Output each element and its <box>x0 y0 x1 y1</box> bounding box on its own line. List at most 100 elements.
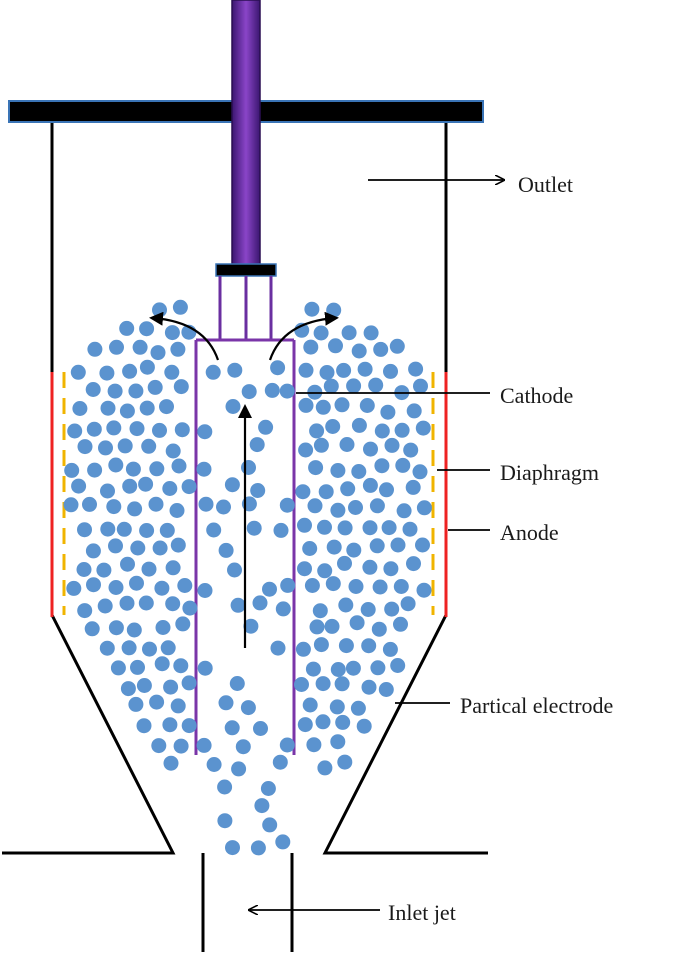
particle <box>198 496 214 512</box>
particle <box>368 377 384 393</box>
particle <box>390 658 406 673</box>
particle <box>374 458 390 474</box>
particle <box>141 561 157 577</box>
particle <box>196 461 212 477</box>
particle <box>403 442 419 458</box>
particle <box>408 361 424 377</box>
particle <box>174 422 190 438</box>
anode <box>50 372 448 617</box>
particle <box>99 365 115 381</box>
particle <box>389 338 405 354</box>
particle <box>227 562 242 578</box>
particle <box>77 603 93 619</box>
particle <box>229 676 245 691</box>
particle <box>415 420 431 436</box>
particle <box>227 362 243 378</box>
particle <box>108 538 123 554</box>
particle <box>334 397 350 413</box>
particle <box>163 679 179 695</box>
particle <box>258 419 274 435</box>
outflow-arrow-left <box>149 311 220 361</box>
particle <box>336 362 352 378</box>
particle <box>77 522 92 538</box>
particle <box>63 497 79 513</box>
particle <box>317 519 332 535</box>
particle <box>264 382 280 398</box>
particle <box>378 682 394 697</box>
particle <box>205 364 221 380</box>
particle <box>196 737 212 753</box>
particle <box>325 576 341 592</box>
particle <box>64 462 80 478</box>
particle <box>108 580 124 595</box>
particle <box>181 718 197 734</box>
cathode-label: Cathode <box>500 383 573 408</box>
particle <box>351 417 367 433</box>
particle <box>360 602 376 617</box>
particle <box>86 421 102 437</box>
particle <box>70 364 86 380</box>
outflow-arrow-right <box>268 311 339 361</box>
particle <box>384 437 400 453</box>
particle <box>362 477 378 493</box>
particle <box>313 637 329 653</box>
particle <box>382 641 398 657</box>
particle <box>147 379 163 395</box>
particle <box>371 621 387 637</box>
particle <box>359 398 375 413</box>
particle <box>96 562 112 578</box>
particle <box>164 325 180 341</box>
particle <box>330 662 346 677</box>
particle <box>362 559 378 575</box>
particle <box>317 760 333 776</box>
particle <box>413 378 428 394</box>
particle <box>416 500 432 516</box>
particle <box>330 734 346 750</box>
particle <box>159 522 175 538</box>
particle <box>170 698 186 714</box>
particle <box>326 539 342 555</box>
particle <box>346 542 362 558</box>
particle <box>218 542 234 558</box>
particle <box>337 555 352 571</box>
particle <box>298 362 314 378</box>
particle <box>337 754 353 770</box>
particle <box>165 596 181 612</box>
particle-electrodes <box>63 299 432 856</box>
particle <box>100 483 115 499</box>
particle <box>235 739 251 755</box>
particle <box>128 696 144 712</box>
particle <box>384 601 400 617</box>
particle <box>76 562 92 577</box>
particle <box>148 496 164 512</box>
particle <box>225 840 240 856</box>
particle <box>383 363 398 379</box>
particle <box>85 543 101 559</box>
particle <box>181 479 197 495</box>
particle <box>348 579 364 594</box>
particle <box>356 718 372 734</box>
particle <box>154 656 170 672</box>
particle <box>110 660 126 676</box>
particle <box>249 437 265 453</box>
leader-lines <box>250 180 503 910</box>
particle <box>370 660 386 676</box>
particle <box>82 496 97 512</box>
particle <box>325 419 341 434</box>
particle <box>302 541 318 556</box>
particle <box>400 596 416 612</box>
particle <box>337 520 353 536</box>
particle <box>334 676 350 692</box>
outlet-label: Outlet <box>518 172 573 197</box>
particle <box>152 540 168 556</box>
inlet-jet-label: Inlet jet <box>388 900 456 925</box>
particle <box>328 338 343 354</box>
left-wall <box>2 122 176 855</box>
particle <box>348 500 363 515</box>
particle <box>329 699 345 715</box>
particle <box>373 341 389 357</box>
particle <box>304 301 320 317</box>
particle <box>254 798 270 814</box>
particle <box>151 738 167 754</box>
